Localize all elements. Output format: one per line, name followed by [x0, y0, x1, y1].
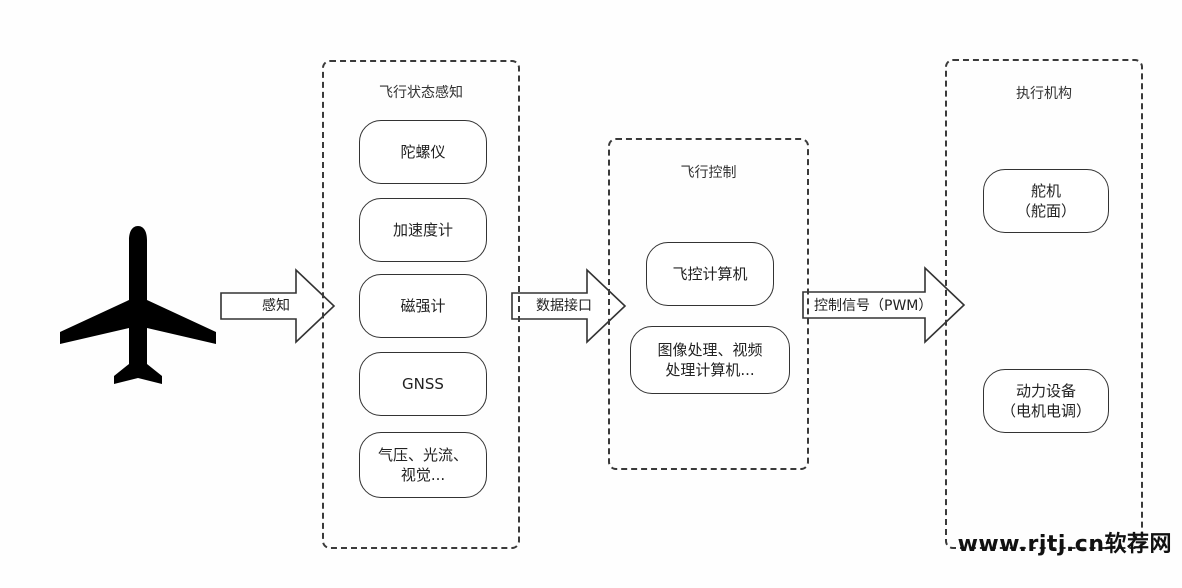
power-device-label: 动力设备 [1015, 381, 1076, 400]
control-surface-label: （舵面） [1015, 202, 1076, 220]
power-device-node: 动力设备 （电机电调） [983, 369, 1109, 433]
servo-node: 舵机 （舵面） [983, 169, 1109, 233]
image-video-processing-label: 图像处理、视频 [657, 340, 763, 359]
motor-esc-label: （电机电调） [1000, 402, 1091, 420]
magnetometer-node: 磁强计 [359, 274, 487, 338]
barometer-optical-flow-label: 气压、光流、 [377, 445, 468, 464]
accelerometer-node: 加速度计 [359, 198, 487, 262]
flight-control-computer-node: 飞控计算机 [646, 242, 774, 306]
control-group: 飞行控制 飞控计算机 图像处理、视频 处理计算机... [608, 138, 809, 470]
control-signal-arrow [802, 266, 966, 344]
gyroscope-node: 陀螺仪 [359, 120, 487, 184]
control-group-title: 飞行控制 [680, 165, 737, 181]
gnss-node: GNSS [359, 352, 487, 416]
sense-label: 感知 [262, 298, 290, 314]
flight-control-computer-label: 飞控计算机 [672, 264, 748, 283]
airplane-icon [60, 226, 216, 384]
sensing-group-title: 飞行状态感知 [379, 85, 463, 101]
sensing-group: 飞行状态感知 陀螺仪 加速度计 磁强计 GNSS 气压、光流、 视觉... [322, 60, 520, 549]
gyroscope-label: 陀螺仪 [400, 142, 446, 161]
vision-label: 视觉... [400, 466, 446, 484]
servo-label: 舵机 [1030, 181, 1061, 200]
data-interface-arrow [511, 268, 627, 344]
barometer-optical-flow-vision-node: 气压、光流、 视觉... [359, 432, 487, 498]
actuators-group: 执行机构 舵机 （舵面） 动力设备 （电机电调） [945, 59, 1143, 549]
magnetometer-label: 磁强计 [400, 296, 446, 315]
watermark-text: www.rjtj.cn软荐网 [957, 532, 1172, 557]
control-signal-label: 控制信号（PWM） [814, 298, 933, 314]
sense-arrow [220, 268, 336, 344]
processing-computer-label: 处理计算机... [665, 361, 755, 379]
gnss-label: GNSS [402, 374, 444, 393]
data-interface-label: 数据接口 [536, 298, 592, 314]
accelerometer-label: 加速度计 [392, 220, 453, 239]
actuators-group-title: 执行机构 [1016, 86, 1072, 102]
image-video-processing-node: 图像处理、视频 处理计算机... [630, 326, 790, 394]
